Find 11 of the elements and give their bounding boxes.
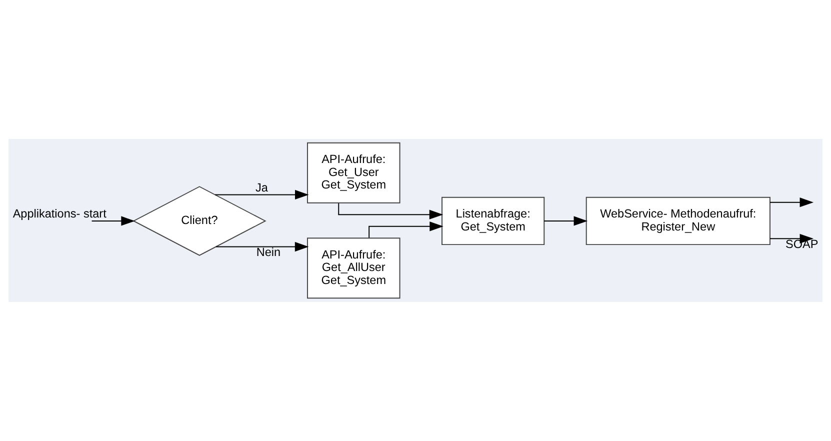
node-box: Listenabfrage: Get_System: [442, 196, 545, 246]
edge-label: SOAP: [785, 238, 818, 252]
arrow: [214, 190, 309, 200]
arrow: [91, 216, 135, 226]
arrow: [770, 198, 814, 208]
node-box: WebService- Methodenaufruf: Register_New: [586, 196, 770, 246]
edge-label: Applikations- start: [12, 208, 106, 221]
node-box: API-Aufrufe: Get_AllUser Get_System: [307, 238, 400, 299]
arrow: [544, 216, 588, 226]
arrow: [215, 242, 309, 252]
node-box: API-Aufrufe: Get_User Get_System: [307, 142, 400, 204]
